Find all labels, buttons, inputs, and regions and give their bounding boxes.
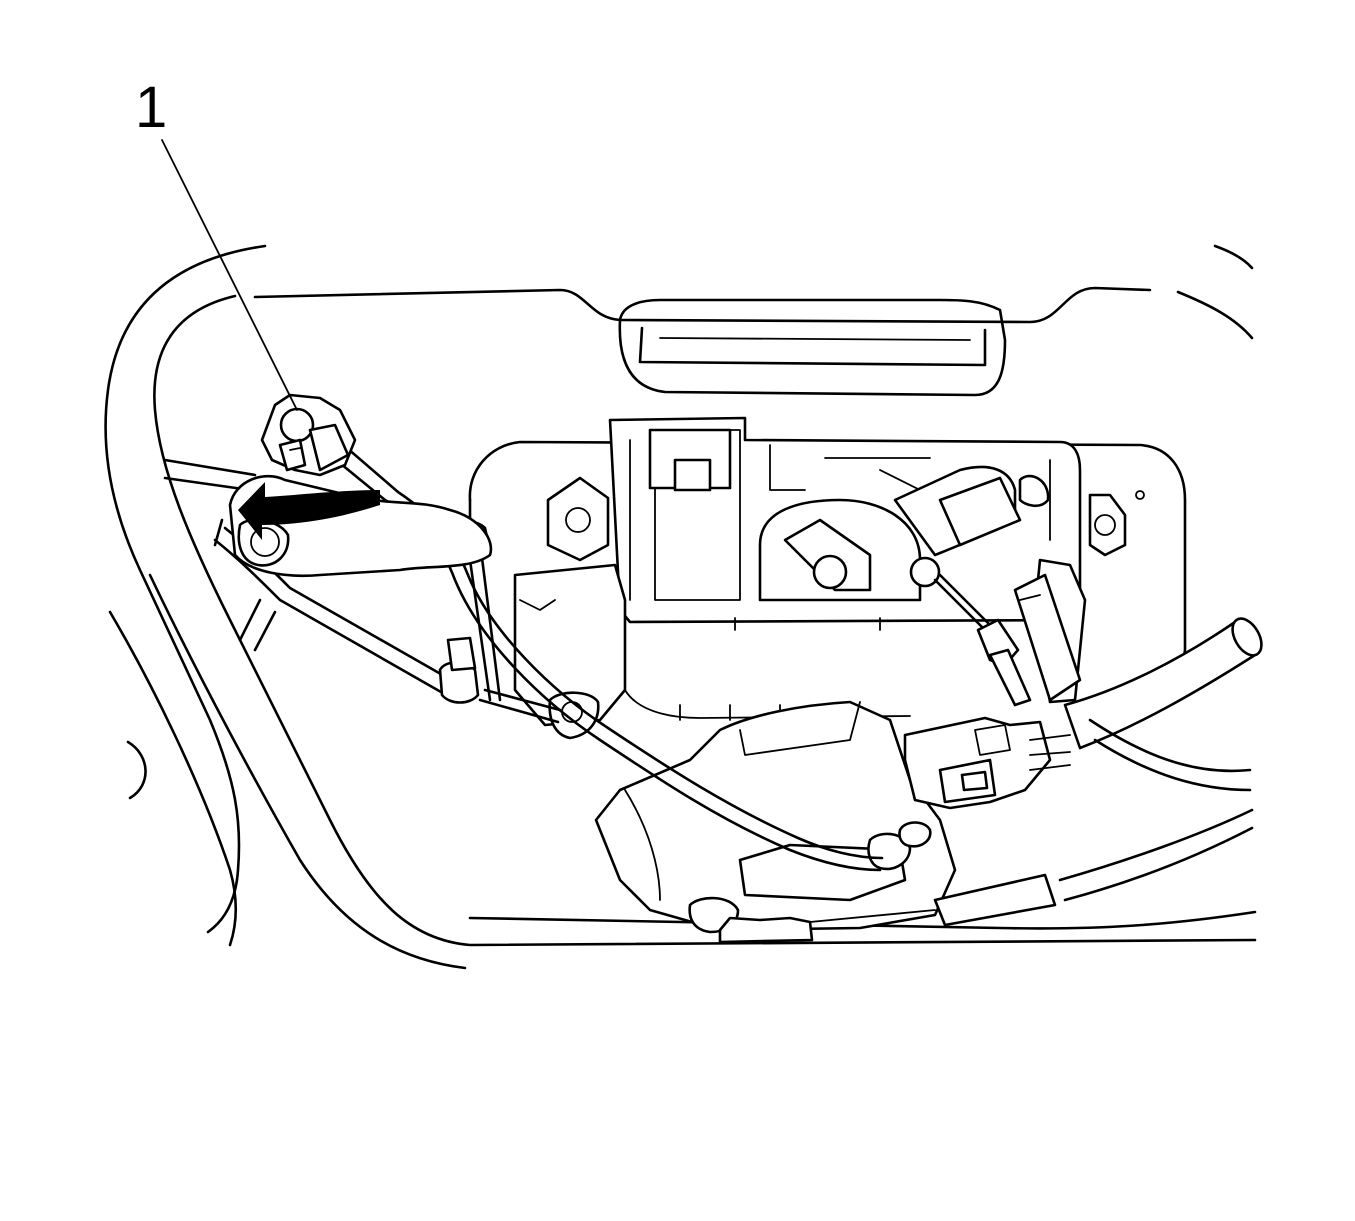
left-bracket [513, 476, 627, 740]
callout-1: 1 [135, 75, 298, 411]
callout-label: 1 [135, 75, 167, 140]
rod-clip [163, 393, 493, 578]
door-panel-outline [104, 244, 1257, 970]
callout-leader-line [161, 139, 298, 411]
door-lock-mechanism [608, 416, 1127, 721]
electrical-connector [903, 716, 1071, 810]
rotation-arrow [238, 482, 380, 540]
wiring-harness [809, 558, 1263, 927]
lock-actuator [594, 700, 957, 944]
lock-rod [933, 573, 1032, 707]
handle-recess [618, 298, 1007, 397]
